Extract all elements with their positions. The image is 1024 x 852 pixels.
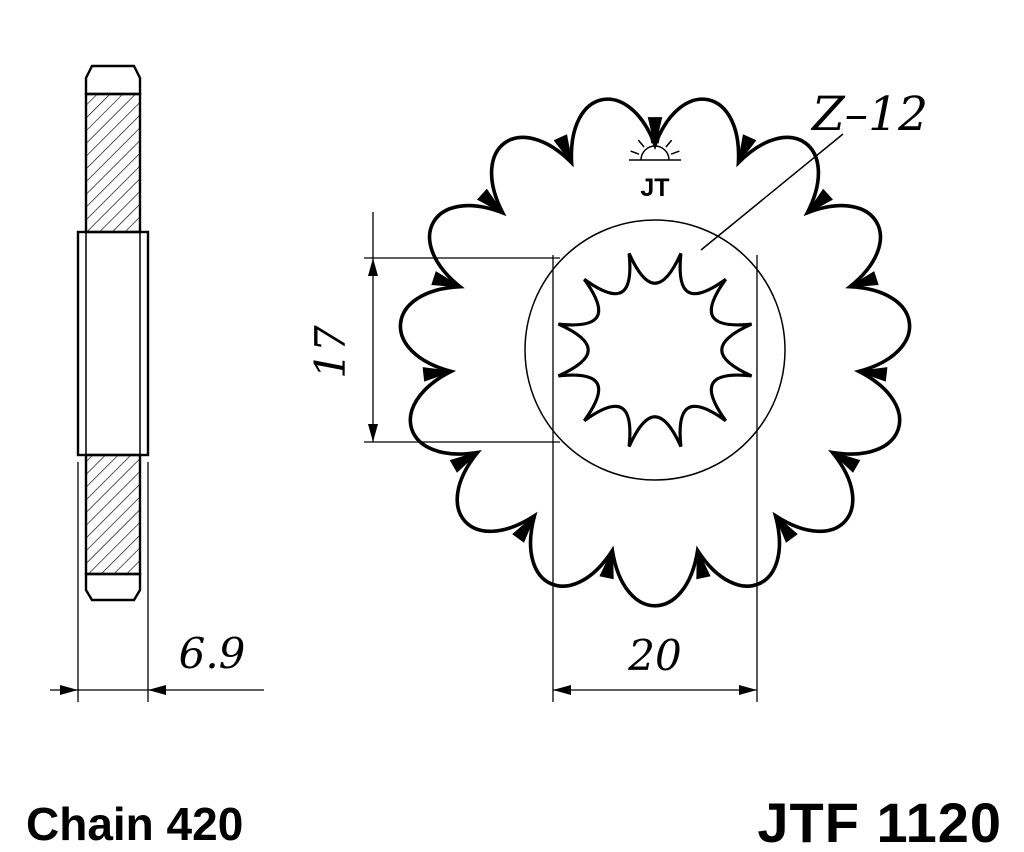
dim-arrow-right [148,685,166,695]
dim-text-bore-width: 20 [627,631,681,680]
part-number-label: JTF 1120 [757,791,1002,852]
dim-arrow-up [368,258,378,276]
dim-arrow-left [60,685,78,695]
side-view-bottom-cap [84,572,142,602]
teeth-count-callout: Z–12 [700,87,928,251]
teeth-count-leader [700,133,844,251]
dim-arrow-left [553,685,571,695]
jt-logo-text: JT [640,174,669,202]
dim-arrow-right [739,685,757,695]
hub-circle [524,219,786,481]
spline-bore-outline [557,252,753,448]
jt-logo: JT [629,134,681,202]
dim-text-tooth-width: 6.9 [179,629,246,678]
front-view [398,97,912,608]
hub-hatch-lower [84,453,142,576]
chain-size-label: Chain 420 [26,798,243,850]
teeth-count-label: Z–12 [810,87,928,142]
dim-bore-width: 20 [552,255,758,702]
side-view-top-cap [84,64,142,96]
dim-text-spline-height: 17 [306,325,355,379]
side-view [76,64,150,602]
dim-arrow-down [368,424,378,442]
dim-tooth-width: 6.9 [50,462,264,702]
flange-outline [76,230,150,457]
dim-spline-height: 17 [306,212,560,443]
sprocket-teeth-outline [398,97,912,608]
jt-sun-icon [629,134,681,161]
hub-hatch-upper [84,92,142,234]
